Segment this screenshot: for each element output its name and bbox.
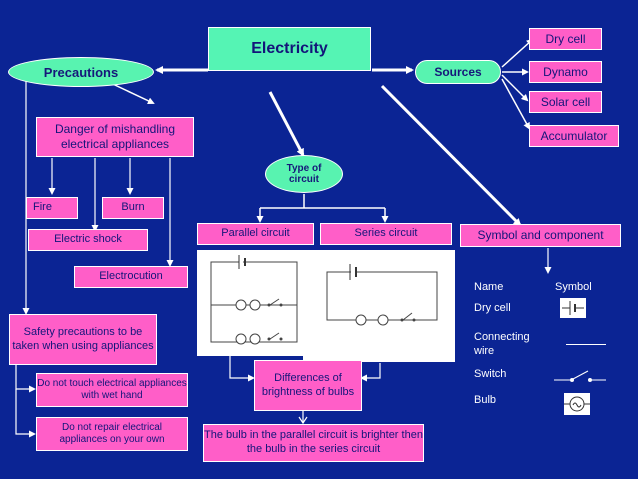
precautions-node: Precautions — [8, 57, 154, 87]
sources-node: Sources — [415, 60, 501, 84]
fire-box: Fire — [26, 197, 78, 219]
safety-precautions-label: Safety precautions to be taken when usin… — [12, 325, 154, 352]
source-dynamo-label: Dynamo — [543, 64, 588, 79]
fire-label: Fire — [33, 201, 52, 214]
series-circuit-label: Series circuit — [354, 227, 418, 240]
symbol-table-symbol-header: Symbol — [555, 281, 592, 293]
symbol-component-label: Symbol and component — [477, 228, 604, 242]
safety-precautions-box: Safety precautions to be taken when usin… — [9, 314, 157, 365]
bulb-symbol-icon — [564, 393, 590, 415]
precautions-label: Precautions — [43, 64, 119, 80]
sources-label: Sources — [434, 65, 482, 79]
burn-label: Burn — [121, 201, 145, 214]
parallel-circuit-schematic — [210, 255, 298, 345]
parallel-circuit-box: Parallel circuit — [197, 223, 314, 245]
source-item: Solar cell — [529, 91, 602, 113]
danger-box: Danger of mishandling electrical applian… — [36, 117, 194, 157]
symbol-table-name-header: Name — [474, 281, 504, 293]
connecting-wire-symbol-icon — [566, 344, 606, 345]
source-accumulator-label: Accumulator — [540, 128, 608, 143]
main-topic-label: Electricity — [251, 40, 328, 57]
main-topic-box: Electricity — [208, 27, 371, 71]
source-solar-cell-label: Solar cell — [540, 94, 591, 109]
electrocution-box: Electrocution — [74, 266, 188, 288]
symbol-row-connecting-wire: Connecting wire — [474, 331, 530, 358]
series-circuit-schematic — [326, 264, 438, 326]
circuit-type-label: Type of circuit — [286, 163, 322, 185]
differences-box: Differences of brightness of bulbs — [254, 360, 362, 411]
parallel-circuit-label: Parallel circuit — [221, 227, 290, 240]
danger-label: Danger of mishandling electrical applian… — [54, 122, 176, 151]
parallel-circuit-diagram — [197, 250, 309, 356]
electric-shock-box: Electric shock — [28, 229, 148, 251]
dry-cell-symbol-icon — [560, 298, 586, 318]
symbol-row-bulb: Bulb — [474, 394, 497, 406]
symbol-row-dry-cell: Dry cell — [474, 302, 511, 314]
burn-box: Burn — [102, 197, 164, 219]
electric-shock-label: Electric shock — [54, 233, 122, 246]
source-dry-cell-label: Dry cell — [545, 31, 586, 46]
series-circuit-diagram — [303, 250, 455, 362]
rule-repair-box: Do not repair electrical appliances on y… — [36, 417, 188, 451]
switch-symbol-icon — [552, 366, 608, 386]
symbol-component-box: Symbol and component — [460, 224, 621, 247]
rule-repair-label: Do not repair electrical appliances on y… — [59, 421, 165, 446]
electrocution-label: Electrocution — [99, 270, 163, 283]
source-item: Dynamo — [529, 61, 602, 83]
differences-label: Differences of brightness of bulbs — [261, 371, 355, 398]
series-circuit-box: Series circuit — [320, 223, 452, 245]
symbol-row-switch: Switch — [474, 368, 507, 380]
rule-wet-hands-label: Do not touch electrical appliances with … — [37, 377, 187, 402]
source-item: Accumulator — [529, 125, 619, 147]
conclusion-label: The bulb in the parallel circuit is brig… — [204, 429, 423, 455]
source-item: Dry cell — [529, 28, 602, 50]
rule-wet-hands-box: Do not touch electrical appliances with … — [36, 373, 188, 407]
circuit-type-node: Type of circuit — [265, 155, 343, 193]
conclusion-box: The bulb in the parallel circuit is brig… — [203, 424, 424, 462]
